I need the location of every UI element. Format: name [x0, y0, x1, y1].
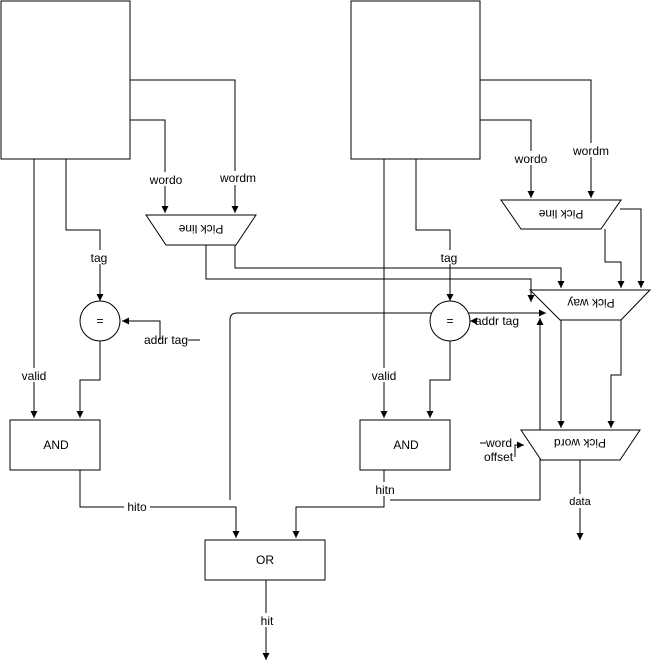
label-data: data	[569, 496, 591, 508]
label-word-offset-2: offset	[484, 450, 514, 464]
label-tag-right-group: tag	[436, 250, 462, 265]
label-valid-left-group: valid	[16, 368, 52, 383]
label-tag-left: tag	[91, 251, 108, 265]
label-wordm-right-group: wordm	[571, 143, 611, 158]
wire-hito	[79, 470, 240, 538]
label-hitn: hitn	[375, 483, 394, 497]
label-tag-right: tag	[441, 251, 458, 265]
wire-cmp-right-and	[426, 340, 451, 418]
and-gate-right: AND	[359, 419, 451, 471]
wire-cmp-left-and	[76, 340, 101, 418]
pick-line-left-label: Pick line	[178, 222, 223, 236]
label-wordo-right-group: wordo	[511, 151, 551, 166]
label-wordo-left: wordo	[149, 173, 183, 187]
pick-way-label: Pick way	[567, 296, 614, 310]
label-tag-left-group: tag	[86, 250, 112, 265]
label-wordm-left: wordm	[219, 171, 256, 185]
comparator-left-label: =	[96, 314, 103, 328]
wire-pickline-right-b	[604, 229, 625, 288]
or-gate: OR	[204, 539, 326, 581]
pick-line-right-label: Pick line	[538, 207, 583, 221]
and-gate-left: AND	[9, 419, 101, 471]
wire-wordm-left	[130, 79, 239, 213]
and-gate-right-label: AND	[393, 438, 419, 452]
wire-tag-right	[415, 159, 454, 301]
pick-way-mux: Pick way	[528, 289, 652, 321]
wire-pickline-left-a	[234, 245, 565, 288]
comparator-right-label: =	[446, 314, 453, 328]
label-valid-right: valid	[372, 369, 397, 383]
wire-pickway-pickword-b	[607, 320, 622, 428]
comparator-left: =	[79, 300, 121, 342]
wire-tag-left	[65, 159, 104, 301]
cache-way-right	[350, 0, 481, 160]
pick-word-label: Pick word	[554, 436, 606, 450]
wire-pickline-right-a	[620, 208, 645, 288]
cache-way-left	[0, 0, 131, 160]
or-gate-label: OR	[256, 553, 274, 567]
label-hit-group: hit	[256, 613, 278, 628]
label-wordo-right: wordo	[514, 152, 548, 166]
label-wordm-left-group: wordm	[218, 171, 258, 185]
wire-hitn-pickword	[390, 318, 544, 501]
label-addr-tag-left: addr tag	[144, 333, 188, 347]
pick-word-mux: Pick word	[520, 429, 641, 461]
label-addr-tag-right: addr tag	[475, 314, 519, 328]
and-gate-left-label: AND	[43, 438, 69, 452]
pick-line-right-mux: Pick line	[500, 199, 622, 230]
wire-hitn	[292, 470, 385, 538]
label-valid-right-group: valid	[366, 368, 402, 383]
label-wordm-right: wordm	[572, 144, 609, 158]
wire-word-offset	[514, 441, 524, 457]
wire-wordm-right	[480, 79, 595, 198]
wire-pickline-left-b	[205, 245, 535, 302]
pick-line-left-mux: Pick line	[145, 214, 257, 246]
wire-wordo-left	[130, 119, 169, 213]
label-data-group: data	[566, 494, 594, 508]
label-wordo-left-group: wordo	[146, 172, 186, 187]
comparator-right: =	[429, 300, 471, 342]
label-hito: hito	[127, 500, 147, 514]
wire-hito-pickway	[229, 309, 546, 500]
label-hit: hit	[261, 614, 274, 628]
label-hito-group: hito	[124, 500, 150, 514]
label-hitn-group: hitn	[372, 482, 398, 497]
label-word-offset-1: word	[485, 436, 512, 450]
label-valid-left: valid	[22, 369, 47, 383]
wire-wordo-right	[480, 119, 535, 198]
wire-addr-tag-left	[122, 317, 161, 340]
